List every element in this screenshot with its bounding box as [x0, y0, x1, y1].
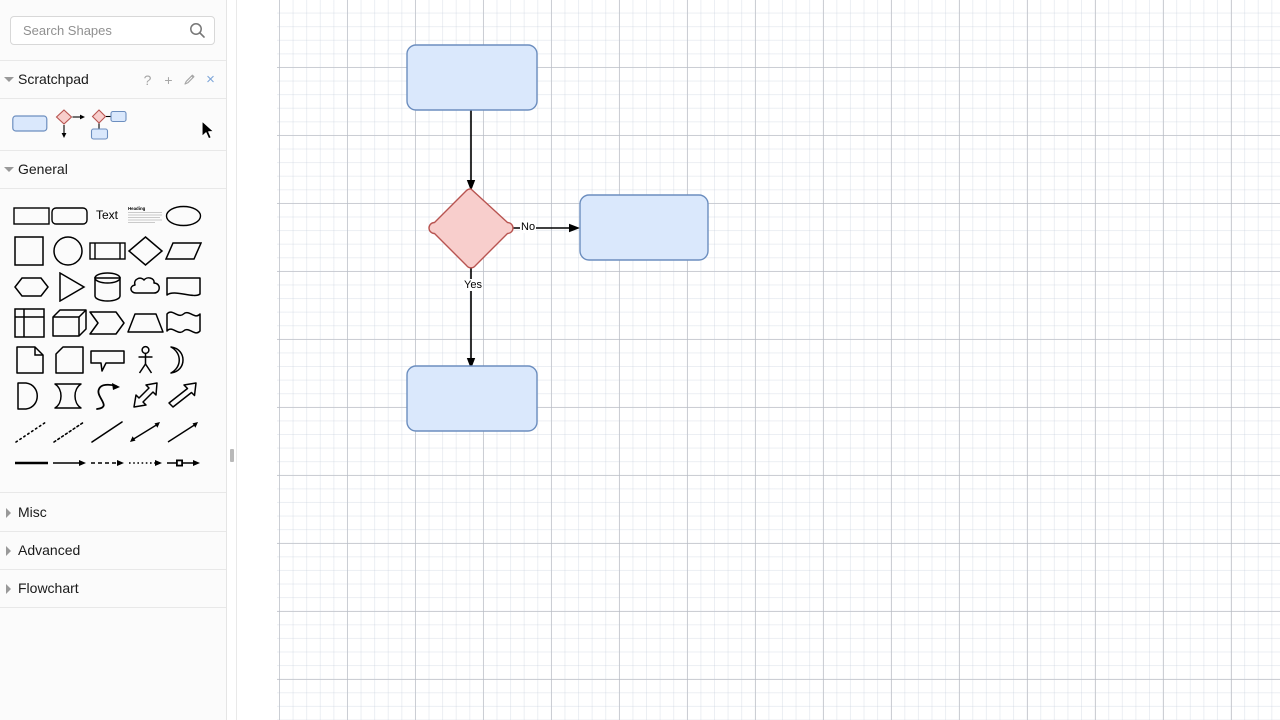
scratchpad-toolbar: ? + ×	[141, 61, 217, 98]
shape-cloud[interactable]	[126, 272, 164, 302]
section-title-misc: Misc	[18, 504, 47, 520]
shape-dashed-line[interactable]	[50, 417, 88, 447]
scratchpad-item-rounded-rectangle[interactable]	[12, 112, 48, 139]
diagram-svg	[406, 44, 709, 432]
section-title-flowchart: Flowchart	[18, 580, 79, 596]
shape-card[interactable]	[50, 345, 88, 375]
shape-trapezoid[interactable]	[126, 308, 164, 338]
plus-icon[interactable]: +	[164, 71, 173, 88]
shape-curved-arrow[interactable]	[88, 381, 126, 411]
shape-cylinder[interactable]	[88, 272, 126, 302]
shape-dotted-line[interactable]	[12, 417, 50, 447]
process-node-top[interactable]	[406, 44, 538, 111]
shapes-sidebar: Search Shapes Scratchpad ? +	[0, 0, 227, 720]
shape-internal-storage[interactable]	[12, 308, 50, 338]
close-icon[interactable]: ×	[206, 71, 215, 88]
section-header-scratchpad[interactable]: Scratchpad ? + ×	[0, 61, 226, 99]
search-input[interactable]: Search Shapes	[23, 23, 112, 38]
chevron-down-icon[interactable]	[4, 167, 14, 172]
search-section: Search Shapes	[0, 0, 226, 61]
section-title-general: General	[18, 161, 68, 177]
general-shape-palette: Text Heading	[0, 190, 226, 493]
shape-diamond[interactable]	[126, 236, 164, 266]
edge-label-no[interactable]: No	[520, 221, 537, 233]
shape-cube[interactable]	[50, 308, 88, 338]
shape-tape[interactable]	[164, 308, 202, 338]
shape-directional-arrow-large[interactable]	[164, 381, 202, 411]
shape-text[interactable]: Text	[88, 200, 126, 230]
shape-and[interactable]	[12, 381, 50, 411]
question-mark-icon[interactable]: ?	[143, 71, 152, 88]
chevron-down-icon[interactable]	[4, 77, 14, 82]
shape-bidirectional-arrow-large[interactable]	[126, 381, 164, 411]
section-header-flowchart[interactable]: Flowchart	[0, 570, 226, 608]
edge-label-yes[interactable]: Yes	[463, 279, 483, 291]
sidebar-empty-area	[0, 608, 226, 720]
shape-parallelogram[interactable]	[164, 236, 202, 266]
chevron-right-icon[interactable]	[6, 584, 11, 594]
decision-node[interactable]	[428, 188, 514, 269]
svg-text:Heading: Heading	[128, 206, 146, 211]
sidebar-splitter[interactable]	[227, 0, 237, 720]
search-icon[interactable]	[189, 22, 206, 39]
section-header-advanced[interactable]: Advanced	[0, 532, 226, 570]
diagram-canvas[interactable]: No Yes	[237, 0, 1280, 720]
shape-or[interactable]	[164, 345, 202, 375]
section-title-advanced: Advanced	[18, 542, 81, 558]
process-node-bottom[interactable]	[406, 365, 538, 432]
shape-text-label: Text	[95, 208, 118, 222]
shape-note[interactable]	[12, 345, 50, 375]
section-header-general[interactable]: General	[0, 151, 226, 189]
shape-circle[interactable]	[50, 236, 88, 266]
shape-actor[interactable]	[126, 345, 164, 375]
shape-ellipse[interactable]	[164, 200, 202, 230]
shape-square[interactable]	[12, 236, 50, 266]
shape-plain-line[interactable]	[88, 417, 126, 447]
shape-bidirectional-connector[interactable]	[126, 417, 164, 447]
chevron-right-icon[interactable]	[6, 508, 11, 518]
shape-link[interactable]	[12, 448, 50, 478]
shape-callout[interactable]	[88, 345, 126, 375]
chevron-right-icon[interactable]	[6, 546, 11, 556]
section-header-misc[interactable]: Misc	[0, 494, 226, 532]
search-shapes-box[interactable]: Search Shapes	[10, 16, 215, 45]
shape-document[interactable]	[164, 272, 202, 302]
shape-process[interactable]	[88, 236, 126, 266]
shape-rectangle[interactable]	[12, 200, 50, 230]
canvas-grid	[277, 0, 1280, 720]
section-title-scratchpad: Scratchpad	[18, 71, 89, 87]
shape-data-storage[interactable]	[50, 381, 88, 411]
shape-directional-connector[interactable]	[164, 417, 202, 447]
shape-hexagon[interactable]	[12, 272, 50, 302]
process-node-right[interactable]	[579, 194, 709, 261]
shape-step[interactable]	[88, 308, 126, 338]
splitter-grip[interactable]	[230, 449, 234, 462]
shape-dashed-arrow[interactable]	[88, 448, 126, 478]
scratchpad-item-decision-boxes[interactable]	[90, 106, 128, 147]
edge-top-to-decision[interactable]	[466, 110, 476, 191]
scratchpad-items	[0, 100, 226, 151]
scratchpad-item-decision-arrows[interactable]	[54, 106, 88, 147]
shape-triangle[interactable]	[50, 272, 88, 302]
shape-textbox-heading[interactable]: Heading	[126, 200, 164, 230]
flowchart-diagram: No Yes	[237, 0, 1280, 720]
shape-arrow-connector[interactable]	[50, 448, 88, 478]
shape-rounded-rectangle[interactable]	[50, 200, 88, 230]
pencil-icon[interactable]	[183, 72, 196, 87]
shape-dotted-arrow[interactable]	[126, 448, 164, 478]
shape-connector-with-label[interactable]	[164, 448, 202, 478]
